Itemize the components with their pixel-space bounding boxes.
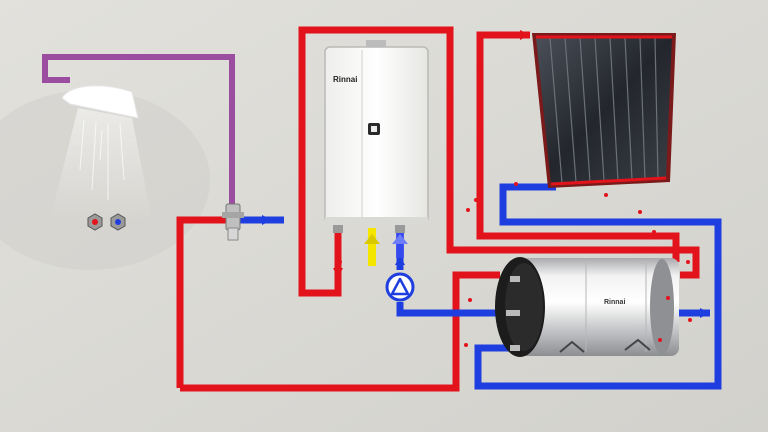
tank-port	[510, 276, 520, 282]
tank-brand: Rinnai	[604, 299, 625, 306]
solar-collector	[532, 33, 676, 188]
collector-hot-return	[476, 31, 680, 262]
heater-inlets	[364, 228, 408, 266]
valve-knob-icon	[87, 213, 103, 231]
cold-arrow-icon	[392, 234, 408, 244]
water-spray	[50, 108, 152, 220]
tank-port	[510, 345, 520, 351]
heater-hot-loop	[298, 26, 700, 297]
heater-hot-outlet	[333, 225, 343, 233]
valve-knob-icon	[110, 213, 126, 231]
flow-particles	[338, 182, 692, 347]
collector-panel	[536, 37, 672, 184]
shower	[50, 85, 152, 231]
heater-cold-inlet	[395, 225, 405, 233]
flow-arrows	[262, 30, 710, 318]
circulation-pump-icon	[385, 272, 415, 302]
gas-inlet-pipe	[368, 228, 376, 266]
gas-water-heater: Rinnai	[324, 40, 429, 233]
arrow-icon	[520, 30, 530, 40]
heater-base	[325, 217, 428, 225]
arrow-icon	[700, 308, 710, 318]
tank-leg	[559, 340, 585, 353]
pump-outlet-pipe	[396, 302, 508, 317]
collector-cold-feed	[474, 183, 722, 390]
gas-arrow-icon	[364, 234, 380, 244]
heater-brand: Rinnai	[333, 75, 357, 84]
arrow-icon	[395, 255, 405, 265]
hot-pipe-to-mixer	[176, 216, 226, 388]
tank-right-cap	[650, 259, 674, 355]
shower-head-icon	[61, 85, 139, 119]
collector-cold-header	[550, 176, 667, 186]
flue-connector	[366, 40, 386, 48]
mixed-water-pipe	[42, 54, 235, 210]
mixing-valve-icon	[222, 203, 244, 241]
storage-tank: Rinnai	[495, 257, 679, 357]
tank-leg	[624, 338, 651, 351]
arrow-icon	[333, 268, 343, 278]
arrow-icon	[262, 215, 272, 225]
water-drops	[79, 119, 125, 200]
hot-pipe-bottom-loop	[180, 271, 500, 392]
tank-port	[506, 310, 520, 316]
collector-tubes	[549, 37, 659, 184]
tank-body	[519, 258, 679, 356]
